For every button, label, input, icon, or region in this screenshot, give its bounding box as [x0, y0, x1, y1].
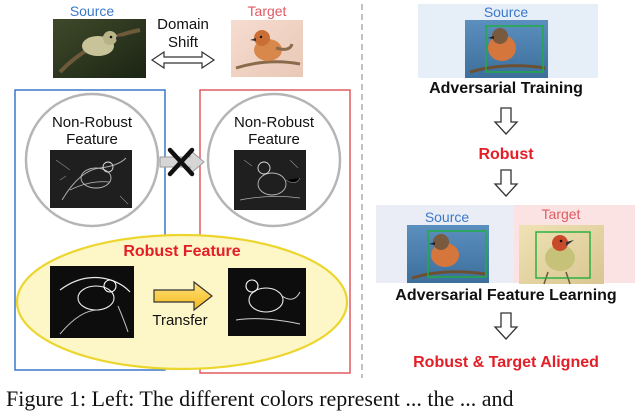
transfer-label: Transfer — [152, 312, 207, 329]
source-bird-image — [53, 19, 146, 78]
robust-source-feature-image — [50, 266, 134, 338]
nonrobust-target-line1: Non-Robust — [234, 114, 315, 131]
right-target-label: Target — [542, 206, 581, 222]
figure-caption: Figure 1: Left: The different colors rep… — [6, 386, 514, 411]
down-arrow-icon-3 — [493, 312, 519, 340]
robust-target-aligned-label: Robust & Target Aligned — [413, 354, 599, 371]
domain-shift-line1: Domain — [157, 16, 209, 33]
target-domain-box — [199, 89, 351, 374]
left-source-label: Source — [70, 3, 115, 19]
nonrobust-source-line2: Feature — [66, 131, 118, 148]
adversarial-feature-learning-label: Adversarial Feature Learning — [395, 287, 616, 304]
robust-target-feature-image — [228, 268, 306, 336]
afl-source-image — [407, 225, 489, 283]
right-source-label-bottom: Source — [425, 209, 470, 225]
transfer-arrow-icon — [153, 280, 213, 312]
left-target-label: Target — [248, 3, 287, 19]
down-arrow-icon-2 — [493, 169, 519, 197]
double-arrow-icon — [150, 50, 216, 70]
down-arrow-icon-1 — [493, 107, 519, 135]
target-robin-image — [231, 20, 303, 77]
right-source-label-top: Source — [484, 4, 529, 20]
source-domain-box — [14, 89, 166, 371]
nonrobust-target-line2: Feature — [248, 131, 300, 148]
blocked-x-icon — [167, 147, 195, 177]
nonrobust-target-feature-image — [234, 150, 306, 210]
adversarial-training-label: Adversarial Training — [429, 80, 583, 97]
domain-shift-line2: Shift — [168, 34, 199, 51]
robust-label: Robust — [478, 146, 534, 163]
nonrobust-source-line1: Non-Robust — [52, 114, 133, 131]
nonrobust-source-feature-image — [50, 150, 132, 208]
afl-target-image — [519, 225, 604, 285]
robust-feature-label: Robust Feature — [123, 243, 240, 260]
adv-training-source-image — [465, 20, 548, 78]
